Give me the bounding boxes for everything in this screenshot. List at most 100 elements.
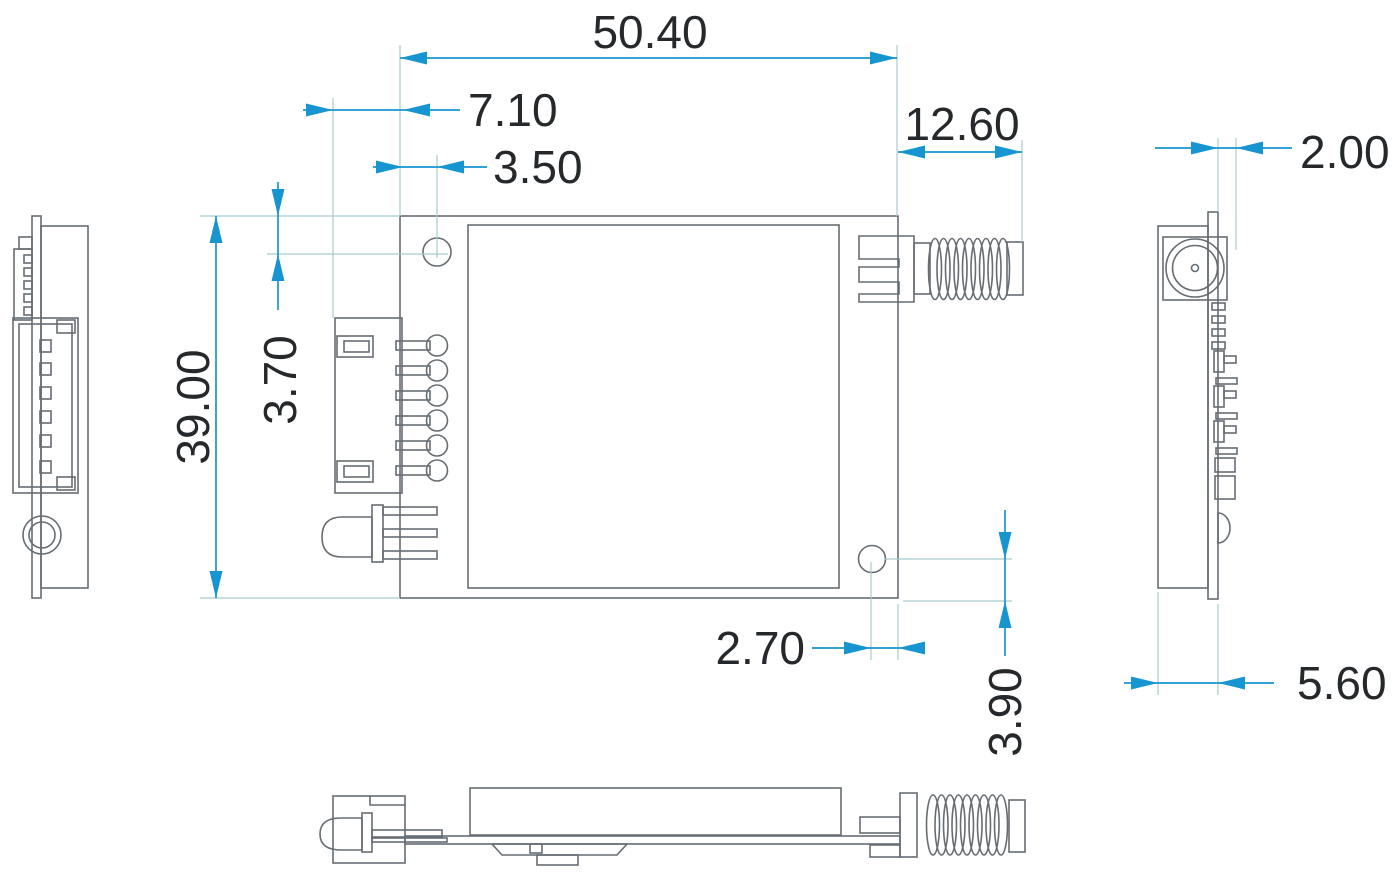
pin-stub <box>23 293 33 303</box>
dim-module-thickness: 5.60 <box>1297 657 1387 709</box>
pin-hole <box>39 460 52 474</box>
sma-tip <box>1008 799 1026 853</box>
sma-tip <box>1006 241 1024 296</box>
connector-latch-inner <box>343 465 370 478</box>
arrow-up <box>998 601 1012 628</box>
pin-hole <box>39 434 52 448</box>
connector-latch <box>336 460 374 483</box>
arrow-left <box>403 103 430 117</box>
connector-latch-inner <box>343 340 370 353</box>
bottom-component <box>529 843 543 854</box>
led-flange <box>361 812 373 853</box>
led-dome <box>321 516 373 558</box>
arrow-down <box>271 189 285 216</box>
led-outline <box>22 515 62 555</box>
pin-stub <box>23 254 33 264</box>
connector-wafer <box>13 248 33 321</box>
arrow-right <box>376 160 403 174</box>
side-pin <box>1211 328 1226 337</box>
side-component <box>1213 420 1238 455</box>
arrow-down <box>998 532 1012 559</box>
side-component <box>1213 385 1238 420</box>
led-pin <box>382 550 438 560</box>
sma-center-pin <box>1190 263 1200 273</box>
side-pin <box>1211 315 1226 324</box>
pin-hole <box>39 362 52 376</box>
arrow-left <box>400 51 427 65</box>
module-body <box>1157 225 1209 589</box>
sma-flange <box>858 235 915 303</box>
pin-hole <box>39 410 52 424</box>
sma-ring-outer <box>1165 238 1225 298</box>
arrow-right <box>844 641 871 655</box>
connector-housing <box>12 317 79 494</box>
sma-bar <box>899 792 918 858</box>
sma-neck <box>913 242 931 295</box>
dimension-labels: 50.40 7.10 3.50 12.60 39.00 3.70 2.70 3.… <box>167 6 1390 757</box>
led-pin <box>382 506 438 516</box>
arrow-left <box>437 160 464 174</box>
led-pin <box>371 829 443 838</box>
sma-arm <box>859 816 901 834</box>
top-view <box>321 215 1024 599</box>
mounting-hole-bottom-right <box>857 544 887 574</box>
sma-ring-inner <box>1171 244 1219 292</box>
side-pin <box>1211 302 1226 311</box>
dimension-lines <box>209 51 1292 690</box>
led-flange <box>371 504 384 563</box>
dim-antenna-protrusion: 12.60 <box>904 98 1019 150</box>
pin-stub <box>23 306 33 316</box>
side-component <box>1214 475 1236 500</box>
led-side-bulge <box>1217 512 1231 544</box>
connector-wafer-top <box>18 236 33 250</box>
dim-hole-bottom-right-x: 2.70 <box>715 622 805 674</box>
shield-can-side <box>469 787 842 836</box>
pcb-board <box>399 215 899 599</box>
arrow-right <box>1191 141 1218 155</box>
arrow-up <box>271 254 285 281</box>
pin-hole <box>39 386 52 400</box>
arrow-left <box>898 641 925 655</box>
sma-thread <box>925 794 1009 856</box>
arrow-up <box>209 216 223 243</box>
sma-thread <box>927 237 1011 301</box>
arrow-down <box>209 571 223 598</box>
pin-stub <box>23 280 33 290</box>
bottom-component <box>490 843 629 856</box>
sma-arm <box>869 844 901 858</box>
dim-hole-bottom-right-y: 3.90 <box>979 667 1031 757</box>
arrow-right <box>1131 676 1158 690</box>
led <box>321 504 438 563</box>
connector-latch <box>336 335 374 358</box>
dim-flange-offset: 2.00 <box>1300 126 1390 178</box>
right-side-view <box>1157 211 1238 600</box>
connector-step <box>369 795 406 806</box>
led-pin <box>371 837 448 843</box>
pcb-edge <box>1207 211 1219 600</box>
arrow-left <box>1236 141 1263 155</box>
connector-body <box>334 317 403 494</box>
pin-hole <box>39 339 52 353</box>
bottom-component <box>536 854 579 866</box>
led-inner <box>28 521 56 549</box>
dim-connector-offset: 7.10 <box>468 84 558 136</box>
sma-connector <box>858 235 1024 303</box>
connector-housing-inner <box>18 323 73 488</box>
side-component <box>1214 457 1236 473</box>
pcb-edge <box>31 215 42 599</box>
side-component <box>1213 350 1238 385</box>
arrow-right <box>306 103 333 117</box>
dim-hole-top-left-x: 3.50 <box>493 141 583 193</box>
led-pin <box>382 528 438 538</box>
side-pin <box>1211 341 1226 350</box>
arrow-left <box>898 145 925 159</box>
arrow-right <box>995 145 1022 159</box>
led-dome <box>319 817 363 851</box>
pcb-edge <box>404 835 901 845</box>
arrow-left <box>1218 676 1245 690</box>
connector-pins <box>395 334 449 482</box>
left-side-view <box>12 215 89 599</box>
dim-board-height: 39.00 <box>167 349 219 464</box>
